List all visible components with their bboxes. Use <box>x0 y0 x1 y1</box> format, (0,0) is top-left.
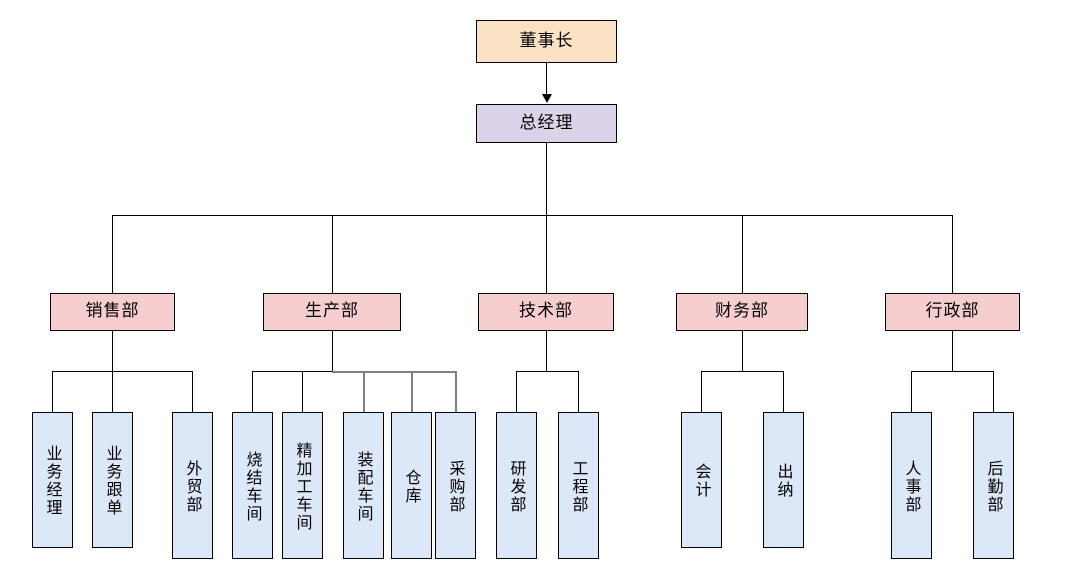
connector-administration-to-hr <box>911 371 912 412</box>
node-leaf-sales-manager[interactable]: 业务经理 <box>32 412 73 548</box>
connector-administration-bar <box>911 371 993 372</box>
node-leaf-sales-followup[interactable]: 业务跟单 <box>92 412 133 548</box>
connector-production-to-sintering <box>252 371 253 412</box>
node-label: 出纳 <box>774 463 794 499</box>
connector-chairman-to-gm <box>546 63 547 95</box>
node-label: 董事长 <box>519 30 574 51</box>
node-label: 人事部 <box>902 459 922 514</box>
connector-production-to-purchasing <box>455 371 457 412</box>
node-label: 总经理 <box>519 112 574 133</box>
node-leaf-logistics[interactable]: 后勤部 <box>973 412 1014 559</box>
node-label: 仓库 <box>402 468 422 505</box>
node-leaf-rnd[interactable]: 研发部 <box>496 412 537 559</box>
connector-sales-to-sales-followup <box>112 371 113 412</box>
node-department-technology[interactable]: 技术部 <box>478 293 614 331</box>
connector-production-bar-left <box>252 371 332 372</box>
connector-administration-stem <box>952 331 953 372</box>
node-label: 外贸部 <box>183 459 203 514</box>
connector-sales-stem <box>112 331 113 372</box>
node-label: 工程部 <box>569 459 589 514</box>
connector-finance-stem <box>742 331 743 372</box>
node-label: 财务部 <box>715 301 769 322</box>
connector-gm-to-bus <box>546 143 547 216</box>
node-leaf-sintering-workshop[interactable]: 烧结车间 <box>232 412 273 559</box>
node-department-sales[interactable]: 销售部 <box>50 293 175 331</box>
node-department-administration[interactable]: 行政部 <box>885 293 1020 331</box>
connector-technology-to-engineering <box>578 371 579 412</box>
connector-main-bus <box>112 215 953 216</box>
arrow-head-icon <box>542 94 552 103</box>
node-label: 技术部 <box>519 301 573 322</box>
connector-production-to-finishing <box>302 371 303 412</box>
node-label: 行政部 <box>925 301 980 322</box>
node-leaf-engineering[interactable]: 工程部 <box>558 412 599 559</box>
connector-bus-to-sales <box>112 215 113 293</box>
connector-bus-to-administration <box>952 215 953 293</box>
node-label: 业务跟单 <box>103 445 123 517</box>
node-label: 装配车间 <box>354 450 374 523</box>
node-general-manager[interactable]: 总经理 <box>476 104 617 143</box>
node-leaf-foreign-trade[interactable]: 外贸部 <box>172 412 213 559</box>
node-label: 销售部 <box>85 301 140 322</box>
connector-bus-to-technology <box>546 215 547 293</box>
node-label: 研发部 <box>507 459 527 514</box>
connector-finance-bar <box>701 371 783 372</box>
connector-sales-bar <box>52 371 192 372</box>
node-label: 业务经理 <box>43 445 63 517</box>
connector-production-to-assembly <box>363 371 365 412</box>
connector-production-stem <box>332 331 333 372</box>
node-leaf-hr[interactable]: 人事部 <box>891 412 932 559</box>
connector-technology-stem <box>546 331 547 372</box>
node-leaf-accountant[interactable]: 会计 <box>681 412 722 548</box>
connector-finance-to-accountant <box>701 371 702 412</box>
node-chairman[interactable]: 董事长 <box>476 20 617 63</box>
connector-production-to-warehouse <box>411 371 413 412</box>
node-label: 采购部 <box>446 459 466 514</box>
node-label: 后勤部 <box>984 459 1004 514</box>
connector-sales-to-foreign-trade <box>192 371 193 412</box>
node-label: 生产部 <box>305 301 359 322</box>
connector-sales-to-sales-manager <box>52 371 53 412</box>
connector-bus-to-finance <box>742 215 743 293</box>
node-leaf-cashier[interactable]: 出纳 <box>763 412 804 548</box>
node-label: 精加工车间 <box>293 441 313 532</box>
node-leaf-warehouse[interactable]: 仓库 <box>391 412 432 559</box>
connector-production-bar-right <box>332 371 457 373</box>
connector-technology-to-rnd <box>516 371 517 412</box>
node-label: 会计 <box>692 463 712 499</box>
connector-bus-to-production <box>332 215 333 293</box>
node-leaf-finishing-workshop[interactable]: 精加工车间 <box>282 412 323 559</box>
node-leaf-assembly-workshop[interactable]: 装配车间 <box>343 412 384 559</box>
node-leaf-purchasing[interactable]: 采购部 <box>435 412 476 559</box>
connector-administration-to-logistics <box>993 371 994 412</box>
node-department-production[interactable]: 生产部 <box>263 293 401 331</box>
connector-technology-bar <box>516 371 578 372</box>
node-department-finance[interactable]: 财务部 <box>676 293 808 331</box>
connector-finance-to-cashier <box>783 371 784 412</box>
node-label: 烧结车间 <box>243 450 263 523</box>
